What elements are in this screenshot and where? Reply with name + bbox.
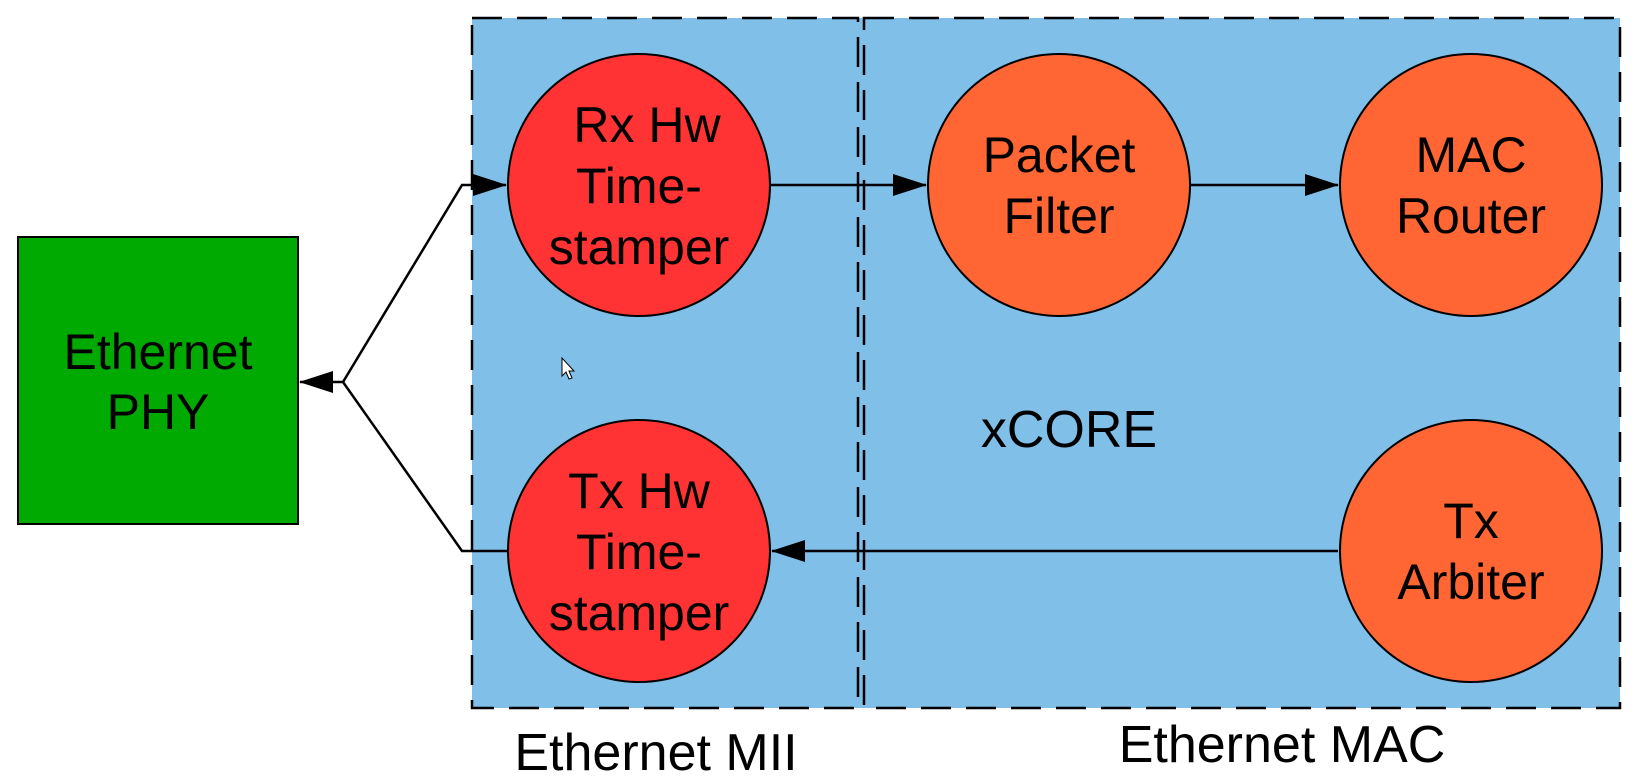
phy-tx-connector (299, 371, 508, 553)
packet-filter-label-line1: Packet (983, 127, 1136, 183)
ethernet-phy-label-line2: PHY (107, 384, 210, 440)
phy-rx-connector (341, 174, 507, 383)
tx-arbiter-node (1339, 419, 1603, 683)
tx-arbiter-label-line2: Arbiter (1397, 554, 1544, 610)
ethernet-mii-label: Ethernet MII (514, 724, 797, 780)
ethernet-phy-label-line1: Ethernet (63, 324, 252, 380)
ethernet-mac-label: Ethernet MAC (1119, 716, 1446, 774)
tx-timestamper-node (507, 419, 771, 683)
packet-filter-label-line2: Filter (1003, 188, 1114, 244)
rx-timestamper-label-line1: Rx Hw (573, 97, 721, 153)
tx-timestamper-label-line1: Tx Hw (568, 463, 711, 519)
mouse-cursor-icon (561, 356, 576, 380)
ethernet-mac-boundary (862, 16, 1622, 710)
mac-router-label-line1: MAC (1415, 127, 1526, 183)
mac-router-node (1339, 53, 1603, 317)
tx-timestamper-label-line3: stamper (549, 585, 730, 641)
rx-timestamper-node (507, 53, 771, 317)
tx-timestamper-label-line2: Time- (576, 524, 702, 580)
xcore-label: xCORE (981, 401, 1157, 459)
ethernet-phy-block (17, 236, 299, 525)
rx-timestamper-label-line3: stamper (549, 219, 730, 275)
ethernet-mii-boundary (470, 16, 860, 710)
mac-router-label-line2: Router (1396, 188, 1546, 244)
tx-arbiter-label-line1: Tx (1443, 493, 1499, 549)
rx-timestamper-label-line2: Time- (576, 158, 702, 214)
packet-filter-node (927, 53, 1191, 317)
